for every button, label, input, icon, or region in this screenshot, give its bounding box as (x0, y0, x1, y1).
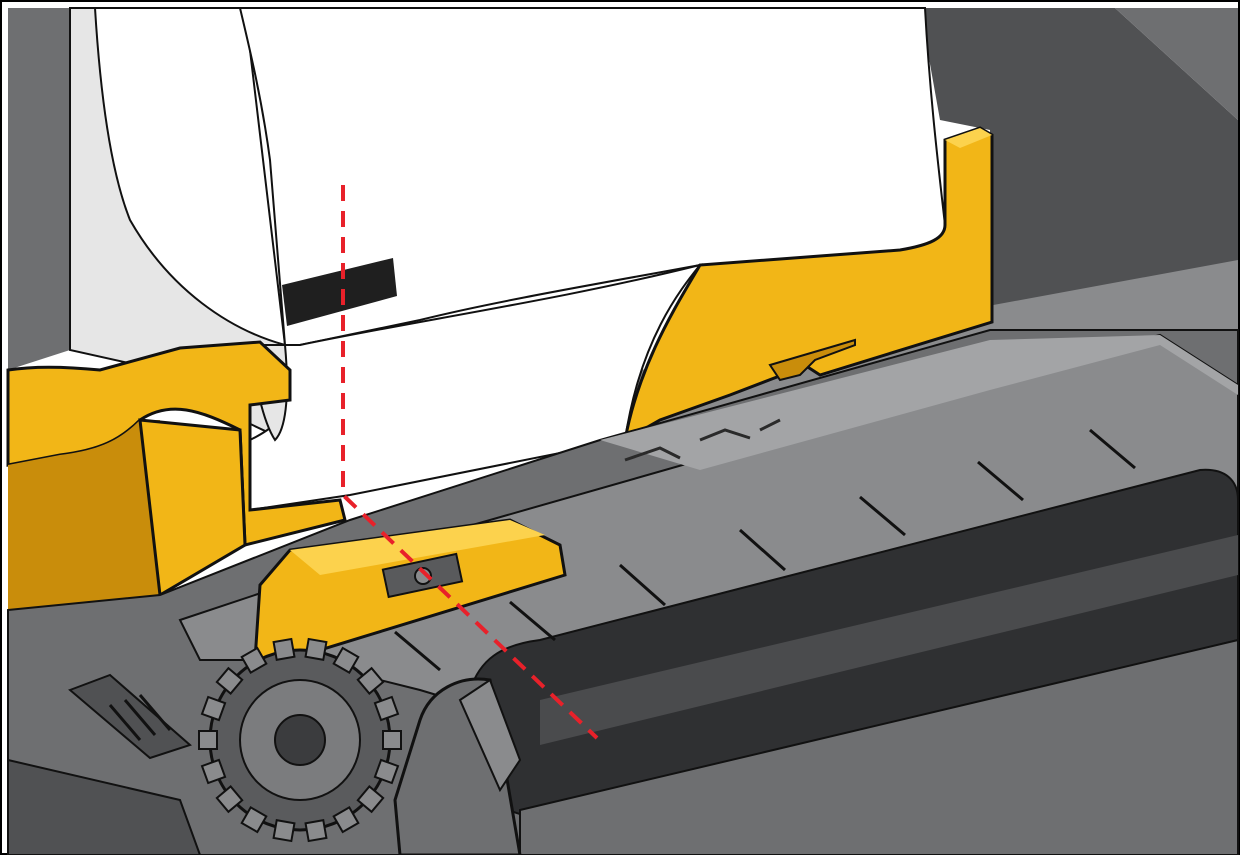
gear-tooth (382, 730, 402, 750)
deck-front-lip (519, 638, 1239, 855)
sensor-housing-top (290, 520, 545, 575)
media-guide-right-slot (768, 338, 856, 382)
groove-3 (619, 563, 666, 607)
gear-tooth (304, 637, 328, 661)
gear-tooth (373, 758, 400, 785)
media-guide-left-shadow (8, 420, 160, 610)
drive-gear-teeth (198, 637, 402, 843)
media-web-lower (249, 263, 703, 512)
housing-upper-right (920, 8, 1238, 330)
groove-7 (1089, 428, 1136, 470)
deck-vent (68, 673, 192, 760)
sensor-eye (414, 567, 432, 585)
deck-ridge (600, 335, 1238, 470)
tear-grooves (394, 428, 1136, 672)
ridge-mark-3 (759, 418, 781, 432)
groove-6 (977, 460, 1024, 502)
gear-tooth (240, 806, 268, 834)
black-mark (282, 258, 397, 326)
roller-end-cap (458, 678, 522, 793)
groove-5 (859, 495, 906, 537)
housing-right-wall (1115, 8, 1238, 120)
media-roll-back (93, 7, 287, 347)
gear-tooth (332, 806, 360, 834)
gear-tooth (272, 819, 296, 843)
groove-4 (739, 528, 786, 572)
ridge-mark-2 (699, 428, 751, 442)
housing-front-left (7, 758, 202, 855)
gear-tooth (215, 666, 244, 695)
gear-tooth (332, 646, 360, 674)
vent-slats (108, 694, 172, 741)
gear-tooth (215, 785, 244, 814)
media-guide-left-face (138, 418, 247, 598)
gear-tooth (304, 819, 328, 843)
gear-tooth (200, 758, 227, 785)
ridge-marks (624, 418, 781, 462)
groove-2 (509, 600, 556, 642)
ridge-mark-1 (624, 446, 681, 462)
groove-1 (394, 630, 441, 672)
media-guide-left (6, 340, 347, 547)
media-web (238, 7, 947, 346)
platen-roller-highlight (540, 535, 1238, 745)
gear-tooth (356, 785, 385, 814)
drive-gear (208, 648, 392, 832)
media-guide-right-light (945, 128, 992, 148)
housing-left-wall (8, 8, 70, 370)
gear-tooth (272, 637, 296, 661)
gear-tooth (200, 695, 227, 722)
gear-tooth (356, 666, 385, 695)
gear-tooth (240, 646, 268, 674)
gear-tooth (198, 730, 218, 750)
gear-tooth (373, 695, 400, 722)
